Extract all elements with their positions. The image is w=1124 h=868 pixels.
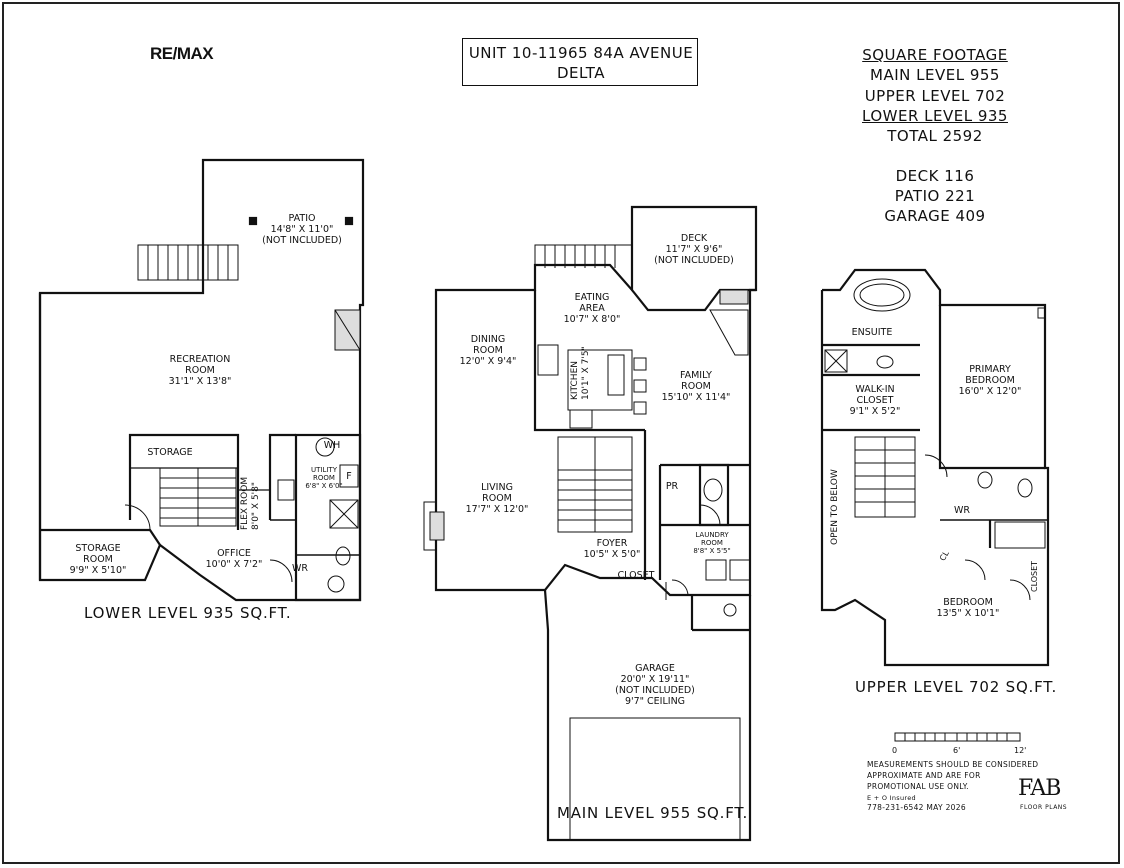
garage-label: GARAGE 20'0" X 19'11" (NOT INCLUDED) 9'7… (615, 663, 695, 707)
upper-level-caption: UPPER LEVEL 702 SQ.FT. (855, 678, 1058, 696)
sqft-main: MAIN LEVEL 955 (870, 66, 1000, 84)
lower-washroom-label: WR (292, 563, 308, 574)
office-label: OFFICE 10'0" X 7'2" (205, 548, 263, 570)
fab-logo: FAB (1018, 776, 1061, 801)
primary-bedroom-label: PRIMARY BEDROOM 16'0" X 12'0" (958, 364, 1022, 397)
sqft-heading: SQUARE FOOTAGE (862, 46, 1008, 64)
patio-label: PATIO 14'8" X 11'0" (NOT INCLUDED) (262, 213, 342, 246)
sqft-lower: LOWER LEVEL 935 (862, 107, 1008, 125)
lower-stairs (124, 244, 361, 593)
main-fixtures (423, 244, 751, 841)
kitchen-label: KITCHEN 10'1" X 7'5" (570, 346, 591, 400)
deck-label: DECK 11'7" X 9'6" (NOT INCLUDED) (654, 233, 734, 266)
flex-room-label: FLEX ROOM 8'0" X 5'8" (240, 476, 261, 530)
family-room-label: FAMILY ROOM 15'10" X 11'4" (661, 370, 731, 403)
address-title-box: UNIT 10-11965 84A AVENUE DELTA (462, 38, 698, 86)
dining-room-label: DINING ROOM 12'0" X 9'4" (459, 334, 517, 367)
eating-area-label: EATING AREA 10'7" X 8'0" (563, 292, 621, 325)
furnace-label: F (346, 471, 352, 482)
open-to-below-label: OPEN TO BELOW (830, 469, 840, 545)
laundry-room-label: LAUNDRY ROOM 8'8" X 5'5" (693, 531, 731, 555)
scale-zero: 0 (892, 746, 898, 755)
lower-level-caption: LOWER LEVEL 935 SQ.FT. (84, 604, 292, 622)
living-room-label: LIVING ROOM 17'7" X 12'0" (465, 482, 529, 515)
sqft-garage: GARAGE 409 (884, 207, 986, 225)
disclaimer-line-1: MEASUREMENTS SHOULD BE CONSIDERED (867, 760, 1039, 769)
upper-fixtures (824, 278, 1046, 601)
powder-room-label: PR (665, 481, 679, 492)
disclaimer-line-4: E + O Insured (867, 794, 916, 802)
walk-in-closet-label: WALK-IN CLOSET 9'1" X 5'2" (849, 384, 901, 417)
foyer-label: FOYER 10'5" X 5'0" (583, 538, 641, 560)
upper-level-walls (820, 268, 1050, 667)
upper-closet-label: CLOSET (1030, 560, 1039, 592)
ensuite-label: ENSUITE (851, 327, 893, 338)
sqft-upper: UPPER LEVEL 702 (864, 87, 1006, 105)
upper-washroom-label: WR (954, 505, 970, 516)
fab-subtitle: FLOOR PLANS (1020, 804, 1068, 811)
recreation-room-label: RECREATION ROOM 31'1" X 13'8" (168, 354, 232, 387)
address-line: UNIT 10-11965 84A AVENUE (468, 44, 694, 62)
sqft-deck: DECK 116 (895, 167, 975, 185)
storage-room-label: STORAGE ROOM 9'9" X 5'10" (69, 543, 127, 576)
disclaimer-line-3: PROMOTIONAL USE ONLY. (867, 782, 969, 791)
disclaimer-line-2: APPROXIMATE AND ARE FOR (867, 771, 981, 780)
city-line: DELTA (556, 64, 606, 82)
lower-level-walls (38, 158, 365, 602)
bedroom-label: BEDROOM 13'5" X 10'1" (936, 597, 1000, 619)
utility-room-label: UTILITY ROOM 6'8" X 6'0" (305, 466, 343, 490)
main-level-caption: MAIN LEVEL 955 SQ.FT. (557, 804, 749, 822)
scale-end: 12' (1014, 746, 1027, 755)
scale-mid: 6' (953, 746, 961, 755)
wh-label: WH (323, 440, 341, 451)
sqft-total: TOTAL 2592 (887, 127, 983, 145)
scale-bar (894, 732, 1021, 742)
remax-logo: RE/MAX (150, 44, 214, 63)
storage-label: STORAGE (147, 447, 193, 458)
main-closet-label: CLOSET (617, 570, 655, 581)
disclaimer-line-5: 778-231-6542 MAY 2026 (867, 803, 966, 812)
sqft-patio: PATIO 221 (894, 187, 976, 205)
